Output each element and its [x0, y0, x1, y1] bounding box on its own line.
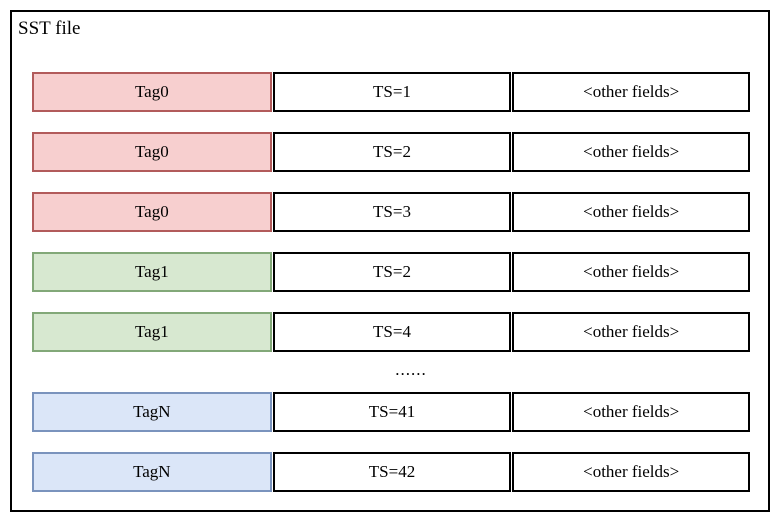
- table-row: Tag1 TS=2 <other fields>: [32, 252, 751, 292]
- record-ts-cell: TS=1: [272, 72, 512, 112]
- record-tag-cell: Tag0: [32, 132, 272, 172]
- record-rows-container: Tag0 TS=1 <other fields> Tag0 TS=2 <othe…: [12, 12, 772, 514]
- sst-file-frame: SST file Tag0 TS=1 <other fields> Tag0 T…: [10, 10, 770, 512]
- record-other-cell: <other fields>: [512, 452, 751, 492]
- table-row: Tag0 TS=3 <other fields>: [32, 192, 751, 232]
- table-row: TagN TS=41 <other fields>: [32, 392, 751, 432]
- record-ts-cell: TS=41: [272, 392, 512, 432]
- record-ts-cell: TS=42: [272, 452, 512, 492]
- record-tag-cell: TagN: [32, 392, 272, 432]
- record-other-cell: <other fields>: [512, 392, 751, 432]
- record-ts-cell: TS=2: [272, 252, 512, 292]
- record-tag-cell: TagN: [32, 452, 272, 492]
- table-row: Tag0 TS=2 <other fields>: [32, 132, 751, 172]
- record-ts-cell: TS=3: [272, 192, 512, 232]
- ellipsis-row: ......: [32, 360, 750, 380]
- record-tag-cell: Tag1: [32, 312, 272, 352]
- record-other-cell: <other fields>: [512, 312, 751, 352]
- record-ts-cell: TS=4: [272, 312, 512, 352]
- table-row: TagN TS=42 <other fields>: [32, 452, 751, 492]
- record-other-cell: <other fields>: [512, 192, 751, 232]
- record-tag-cell: Tag0: [32, 72, 272, 112]
- record-other-cell: <other fields>: [512, 72, 751, 112]
- table-row: Tag0 TS=1 <other fields>: [32, 72, 751, 112]
- record-other-cell: <other fields>: [512, 252, 751, 292]
- sst-file-title: SST file: [18, 18, 81, 39]
- ellipsis-text: ......: [395, 360, 427, 379]
- record-tag-cell: Tag1: [32, 252, 272, 292]
- table-row: Tag1 TS=4 <other fields>: [32, 312, 751, 352]
- record-tag-cell: Tag0: [32, 192, 272, 232]
- record-other-cell: <other fields>: [512, 132, 751, 172]
- record-ts-cell: TS=2: [272, 132, 512, 172]
